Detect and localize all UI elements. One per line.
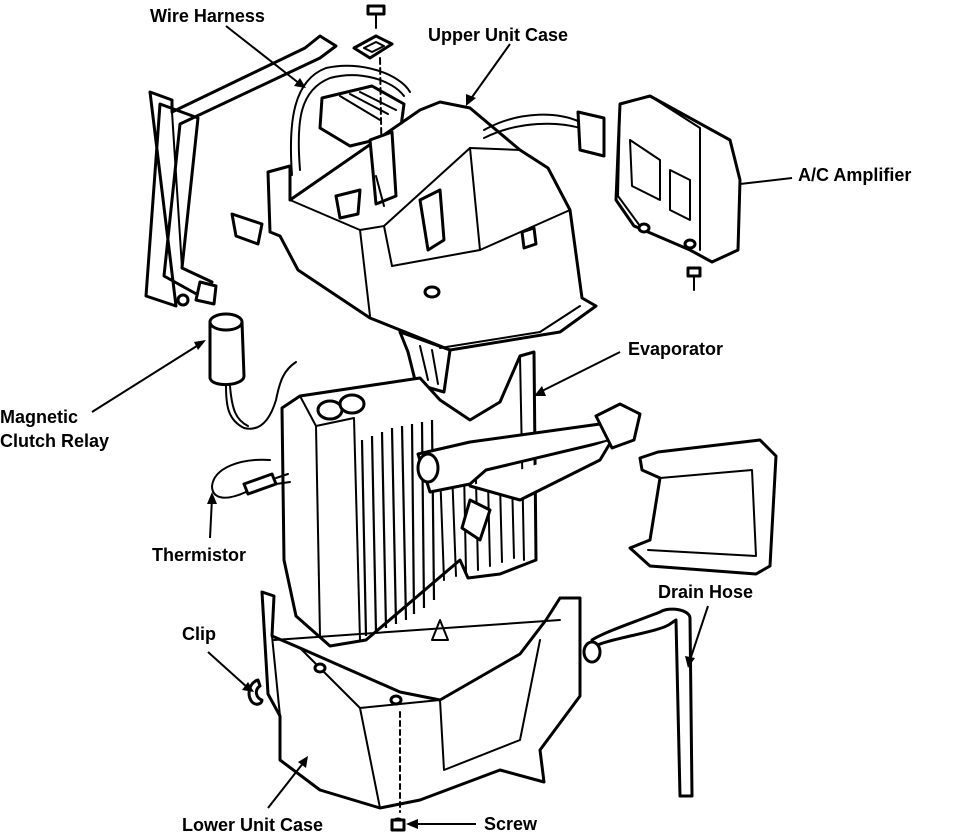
evaporator: [280, 350, 538, 648]
upper-unit-case: [230, 100, 598, 394]
label-upper-unit-case: Upper Unit Case: [428, 25, 569, 45]
label-screw: Screw: [484, 814, 538, 834]
drain-hose: [582, 607, 694, 798]
label-ac-amplifier: A/C Amplifier: [798, 165, 912, 185]
refrigerant-pipes: [416, 402, 642, 542]
thermistor: [211, 458, 291, 499]
label-magnetic-clutch-relay-line2: Clutch Relay: [0, 431, 110, 451]
right-bracket: [628, 438, 778, 576]
label-lower-unit-case: Lower Unit Case: [182, 815, 324, 835]
bottom-screw: [390, 711, 406, 832]
left-bracket: [144, 34, 338, 308]
leader-lines: [91, 25, 793, 829]
label-wire-harness: Wire Harness: [150, 6, 265, 26]
clip: [247, 678, 264, 706]
ac-amplifier: [483, 94, 742, 291]
wire-harness: [289, 64, 411, 176]
lower-unit-case: [260, 590, 582, 810]
label-magnetic-clutch-relay-line1: Magnetic: [0, 407, 79, 427]
label-clip: Clip: [182, 624, 216, 644]
label-evaporator: Evaporator: [628, 339, 724, 359]
label-drain-hose: Drain Hose: [658, 582, 754, 602]
magnetic-clutch-relay: [194, 280, 297, 430]
label-thermistor: Thermistor: [152, 545, 247, 565]
